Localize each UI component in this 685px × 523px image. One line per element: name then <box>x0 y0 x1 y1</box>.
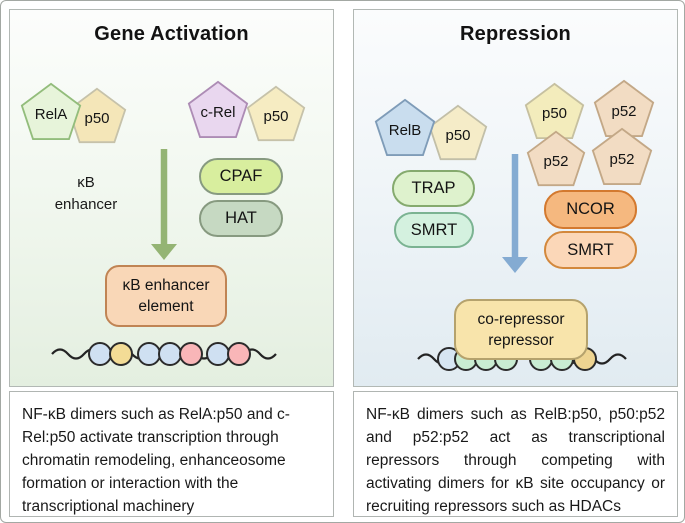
pentagon-label: p52 <box>609 150 635 168</box>
pentagon-shape <box>526 130 586 187</box>
dna-bead <box>109 342 133 366</box>
dna-and-arrow-layer <box>51 149 277 366</box>
pentagon-rela: RelA <box>20 82 82 141</box>
dna-bead <box>88 342 112 366</box>
pill-smrt: SMRT <box>394 212 474 248</box>
target-box--b-enhancer-element: κB enhancer element <box>105 265 227 327</box>
dna-bead <box>137 342 161 366</box>
pentagon-label: p50 <box>445 126 471 144</box>
dna-bead <box>206 342 230 366</box>
target-box-co-repressor-repressor: co-repressor repressor <box>454 299 588 360</box>
pentagon-shape <box>20 82 82 141</box>
pill-ncor: NCOR <box>544 190 637 229</box>
pentagon-label: p50 <box>541 105 568 123</box>
pentagon-p52: p52 <box>591 127 653 186</box>
pill-hat: HAT <box>199 200 283 237</box>
pentagon-label: p52 <box>611 102 637 120</box>
repression-caption-text: NF-κB dimers such as RelB:p50, p50:p52 a… <box>366 406 665 515</box>
pentagon-shape <box>187 80 249 139</box>
dna-bead <box>227 342 251 366</box>
pentagon-p50: p50 <box>524 82 585 140</box>
repression-title: Repression <box>460 23 571 45</box>
dna-bead <box>179 342 203 366</box>
pill-trap: TRAP <box>392 170 475 207</box>
down-arrow-head-icon <box>151 244 177 260</box>
pentagon-p52: p52 <box>526 130 586 187</box>
pentagon-relb: RelB <box>374 98 436 157</box>
gene-activation-caption: NF-κB dimers such as RelA:p50 and c-Rel:… <box>9 391 334 517</box>
pentagon-shape <box>591 127 653 186</box>
pentagon-p50: p50 <box>246 85 306 142</box>
gene-activation-caption-text: NF-κB dimers such as RelA:p50 and c-Rel:… <box>22 406 290 515</box>
kb-enhancer-label: κB enhancer <box>54 174 118 213</box>
dna-bead <box>158 342 182 366</box>
pentagon-p50: p50 <box>428 104 488 161</box>
pill-cpaf: CPAF <box>199 158 283 195</box>
pentagon-label: p50 <box>84 109 110 127</box>
pentagon-label: RelA <box>34 105 68 123</box>
pentagon-label: c-Rel <box>200 103 236 121</box>
pentagon-c-rel: c-Rel <box>187 80 249 139</box>
pill-smrt: SMRT <box>544 231 637 269</box>
pentagon-label: p50 <box>263 107 289 125</box>
pentagon-label: p52 <box>543 152 569 170</box>
pentagon-shape <box>246 85 306 142</box>
repression-caption: NF-κB dimers such as RelB:p50, p50:p52 a… <box>353 391 678 517</box>
down-arrow-head-icon <box>502 257 528 273</box>
pentagon-label: RelB <box>388 121 422 139</box>
gene-activation-title: Gene Activation <box>94 23 249 45</box>
pentagon-shape <box>374 98 436 157</box>
